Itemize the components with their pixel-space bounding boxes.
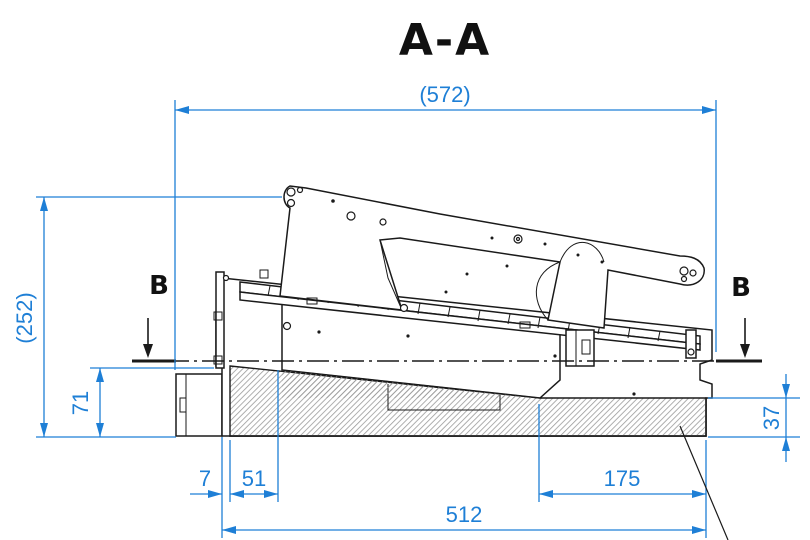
section-marker-left: B xyxy=(149,271,169,301)
dimension-label-overall-height: (252) xyxy=(12,292,37,343)
dimension-label-right-depth: 175 xyxy=(604,466,641,491)
dimension-overall-height: (252) xyxy=(12,196,282,438)
motor-box xyxy=(175,373,223,437)
section-marker-right: B xyxy=(731,273,751,303)
dimension-offset-small: 7 xyxy=(190,437,244,538)
leader-line xyxy=(679,425,729,540)
dimension-tray-height: 37 xyxy=(708,374,800,462)
dimension-label-offset-left: 51 xyxy=(242,466,266,491)
dimension-label-offset-small: 7 xyxy=(199,466,211,491)
dimension-offset-left: 51 xyxy=(230,370,279,502)
dimension-label-base-height: 71 xyxy=(68,391,93,415)
dimension-label-overall-width: (572) xyxy=(419,82,470,107)
machine-body xyxy=(175,185,713,437)
dimension-right-depth: 175 xyxy=(538,404,707,538)
dimension-overall-width: (572) xyxy=(174,82,717,370)
dimension-label-base-length: 512 xyxy=(446,502,483,527)
right-bracket xyxy=(565,329,595,367)
section-line xyxy=(132,318,762,363)
dimension-label-tray-height: 37 xyxy=(759,406,784,430)
dimension-base-height: 71 xyxy=(68,367,214,437)
dimension-base-length: 512 xyxy=(222,502,706,534)
section-title: A-A xyxy=(399,15,491,66)
